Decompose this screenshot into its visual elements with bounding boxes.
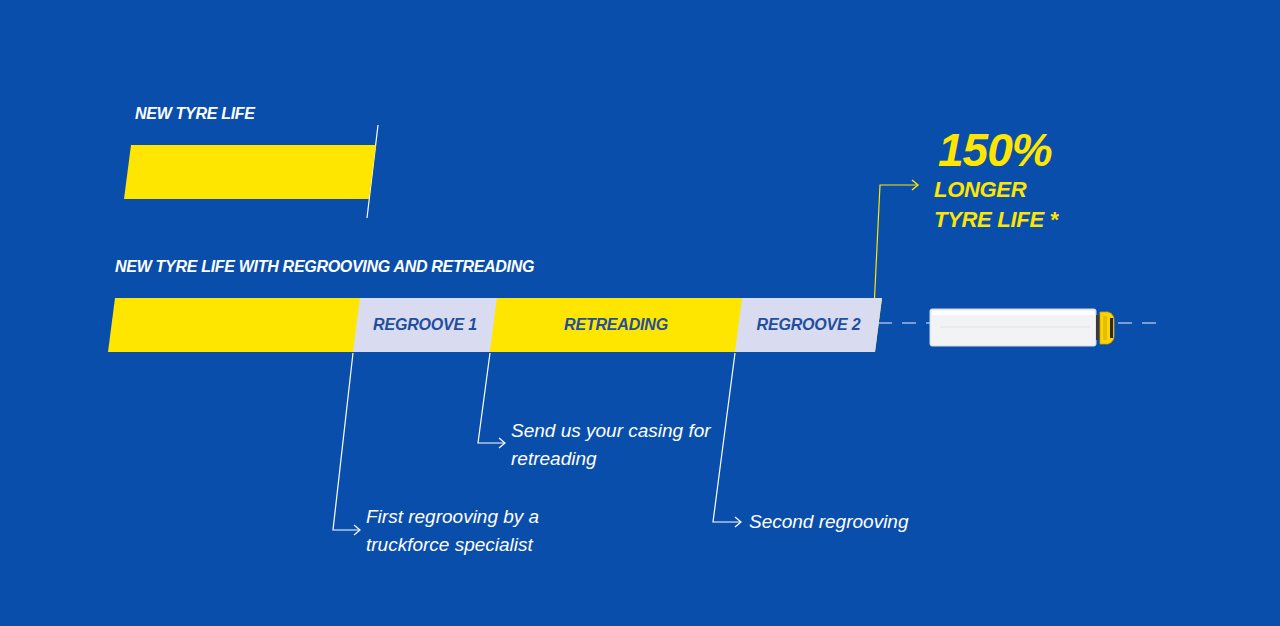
bar-heading: NEW TYRE LIFE — [135, 105, 255, 123]
leader-line — [478, 353, 505, 443]
band-label-run: REGROOVE 2 — [757, 316, 861, 334]
regroove-band: REGROOVE 1 — [353, 298, 497, 352]
leader-line — [713, 353, 741, 522]
highlight-figure: 150% — [938, 124, 1138, 176]
band-fill — [124, 145, 376, 199]
callout-note: First regrooving by a truckforce special… — [366, 503, 626, 559]
leader-line — [872, 185, 918, 350]
band-fill — [353, 298, 497, 352]
retreading-band: RETREADING — [490, 298, 742, 352]
extended-life-bar: NEW TYRE LIFE WITH REGROOVING AND RETREA… — [108, 298, 882, 352]
band-label: REGROOVE 1 — [353, 298, 497, 352]
band-fill — [108, 298, 882, 352]
regroove-band: REGROOVE 2 — [735, 298, 882, 352]
band-fill — [490, 298, 742, 352]
bar-heading: NEW TYRE LIFE WITH REGROOVING AND RETREA… — [115, 258, 534, 276]
callout-note: Send us your casing for retreading — [511, 417, 741, 473]
band-label-run: RETREADING — [564, 316, 668, 334]
truck-illustration — [930, 309, 1114, 346]
band-label-run: REGROOVE 1 — [373, 316, 477, 334]
callout-note: Second regrooving — [749, 508, 979, 536]
band-label: RETREADING — [490, 298, 742, 352]
band-shape — [124, 145, 376, 199]
highlight-text: LONGER TYRE LIFE * — [934, 175, 1084, 235]
band-label: REGROOVE 2 — [735, 298, 882, 352]
tyre-life-bar: NEW TYRE LIFE — [124, 145, 376, 199]
leader-line — [333, 353, 360, 530]
band-fill — [735, 298, 882, 352]
